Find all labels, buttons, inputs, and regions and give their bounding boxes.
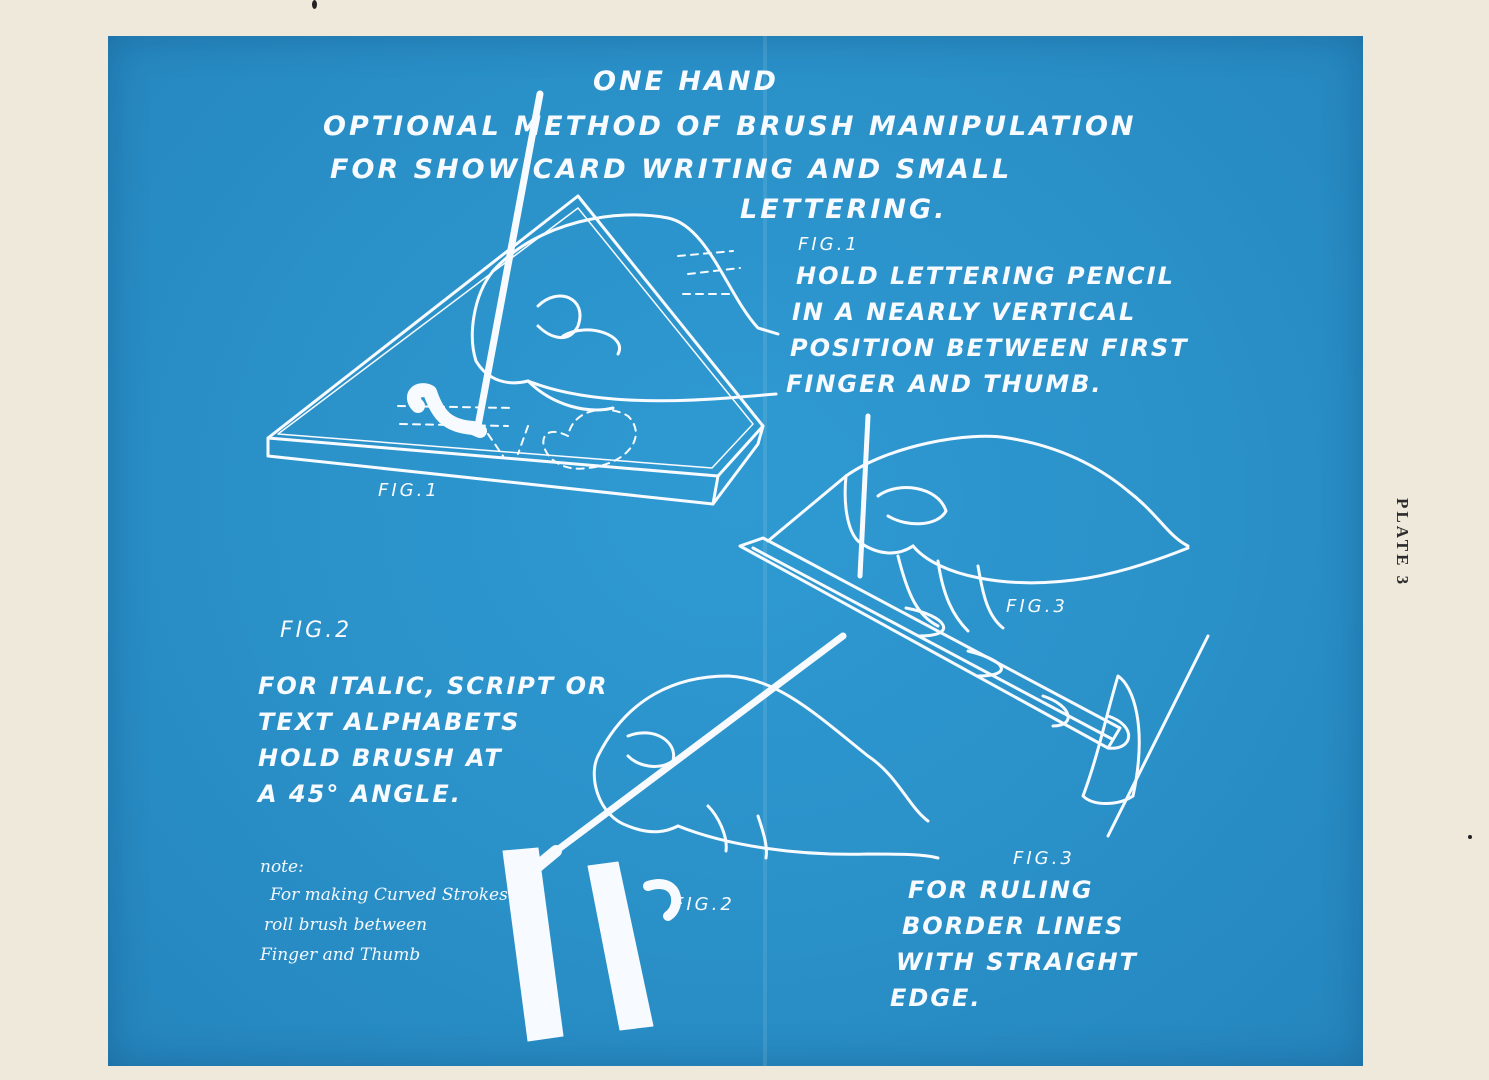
fig3-hand xyxy=(843,434,1190,633)
note-line: For making Curved Strokes xyxy=(270,885,508,905)
plate-label: PLATE 3 xyxy=(1393,498,1412,588)
plate-drawings xyxy=(266,90,1210,1042)
fig1-label-caption: Fig.1 xyxy=(798,234,860,255)
fig1-painted-stroke xyxy=(406,383,487,438)
title-line-3: For Show Card Writing and Small xyxy=(330,154,1013,185)
title-line-4: Lettering. xyxy=(740,194,948,225)
fig2-brush xyxy=(552,632,847,855)
fig3-label-top: Fig.3 xyxy=(1006,596,1068,617)
fig2-caption-line: a 45° Angle. xyxy=(258,780,462,808)
fig3-caption-line: For Ruling xyxy=(908,876,1094,904)
fig3-straight-edge xyxy=(738,474,1210,838)
paper-speck xyxy=(1468,835,1472,839)
fig3-brush xyxy=(857,413,871,579)
fig1-label-board: Fig.1 xyxy=(378,480,440,501)
fig1-brush xyxy=(474,90,544,430)
blueprint-plate: One Hand Optional Method of Brush Manipu… xyxy=(108,36,1363,1066)
fig1-caption-line: Hold Lettering Pencil xyxy=(796,262,1175,290)
fig2-label-caption: Fig.2 xyxy=(280,618,353,643)
fig1-drawing-board xyxy=(266,194,765,506)
fig3-caption: For Ruling Border Lines With Straight Ed… xyxy=(890,872,1138,1016)
fig1-dashed-letters xyxy=(397,250,741,470)
fig3-label-drawing: Fig.3 xyxy=(1013,848,1075,869)
fig1-caption-line: In a Nearly Vertical xyxy=(792,298,1137,326)
title-line-2: Optional Method of Brush Manipulation xyxy=(323,111,1137,142)
note-block: note: For making Curved Strokes roll bru… xyxy=(260,854,508,970)
fig3-caption-line: Edge. xyxy=(890,984,982,1012)
fig2-hand xyxy=(592,674,940,860)
fig3-caption-line: With Straight xyxy=(896,948,1139,976)
fig1-caption-line: Position Between First xyxy=(790,334,1189,362)
fig2-label-drawing: Fig.2 xyxy=(673,894,735,915)
fig2-brush-tip xyxy=(532,845,562,872)
note-heading: note: xyxy=(260,857,304,877)
fig3-caption-line: Border Lines xyxy=(902,912,1125,940)
note-line: Finger and Thumb xyxy=(260,945,421,965)
fig2-italic-strokes xyxy=(502,847,682,1042)
fig2-caption-line: Text Alphabets xyxy=(258,708,521,736)
fig2-caption: For Italic, Script or Text Alphabets Hol… xyxy=(258,668,608,812)
plate-fold-line xyxy=(763,36,767,1066)
title-line-1: One Hand xyxy=(593,66,779,97)
fig2-caption-line: Hold Brush at xyxy=(258,744,503,772)
paper-speck xyxy=(312,0,317,9)
fig1-caption-line: Finger and Thumb. xyxy=(786,370,1103,398)
note-line: roll brush between xyxy=(264,915,428,935)
fig2-caption-line: For Italic, Script or xyxy=(258,672,609,700)
fig1-caption: Hold Lettering Pencil In a Nearly Vertic… xyxy=(786,258,1189,402)
